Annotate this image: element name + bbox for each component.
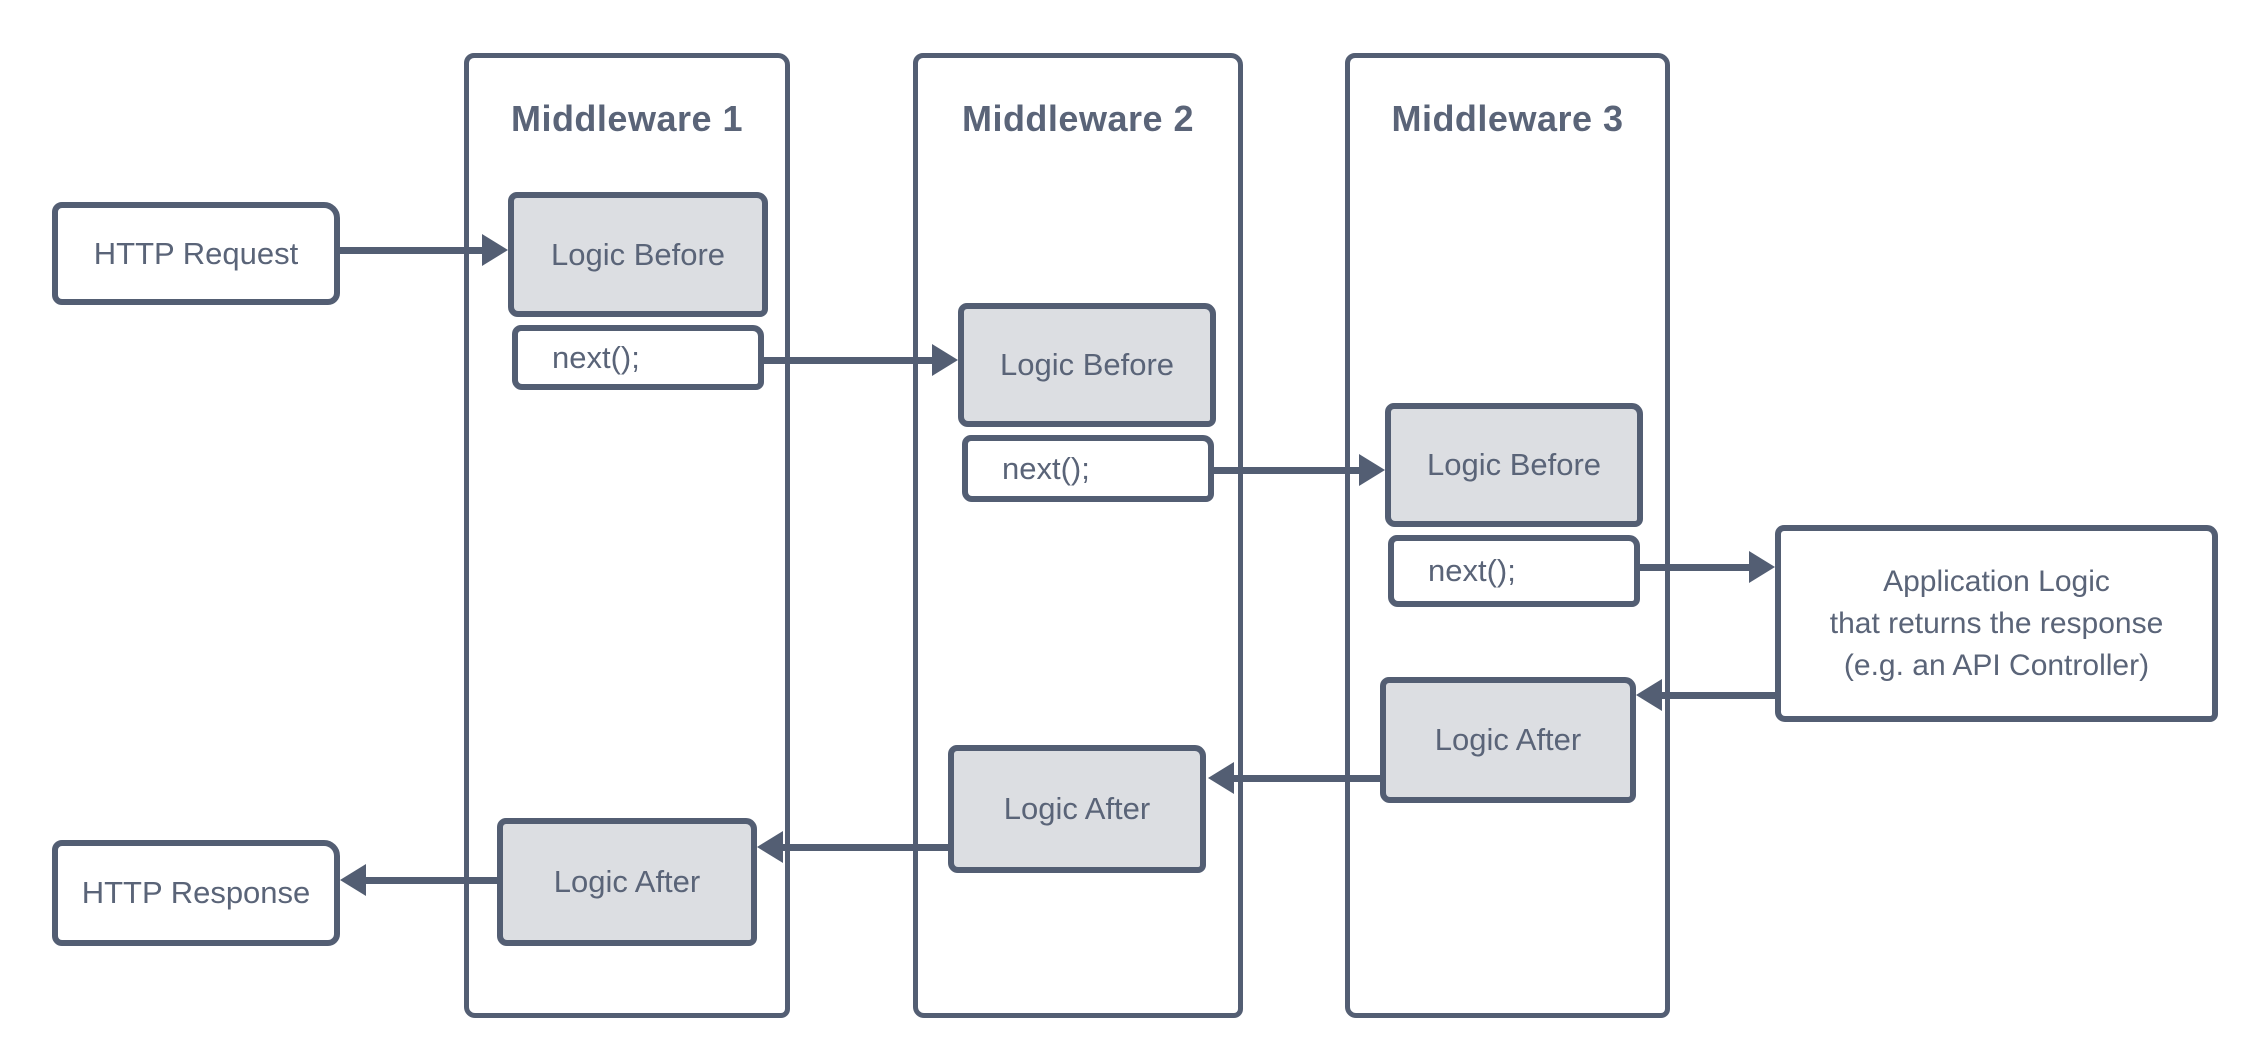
middleware-1-next-call-node: next(); <box>512 325 764 390</box>
arrow-left-icon <box>340 864 366 896</box>
http-response-node: HTTP Response <box>52 840 340 946</box>
arrow-shaft <box>1214 466 1360 474</box>
arrow-shaft <box>764 356 933 364</box>
middleware-1-logic-after-node: Logic After <box>497 818 757 946</box>
arrow-shaft <box>1233 774 1380 782</box>
arrow-mw3-next-to-app-logic <box>1640 551 1775 583</box>
middleware-2-next-call-node: next(); <box>962 435 1214 502</box>
arrow-request-to-mw1 <box>340 234 508 266</box>
middleware-3-next-call-node: next(); <box>1388 535 1640 607</box>
arrow-left-icon <box>1208 762 1234 794</box>
http-request-node: HTTP Request <box>52 202 340 305</box>
middleware-2-logic-before-node: Logic Before <box>958 303 1216 427</box>
application-logic-node: Application Logic that returns the respo… <box>1775 525 2218 722</box>
middleware-1-logic-before-node: Logic Before <box>508 192 768 317</box>
middleware-1-title: Middleware 1 <box>510 98 744 139</box>
arrow-shaft <box>340 246 483 254</box>
middleware-2-container: Middleware 2 <box>913 53 1243 1018</box>
arrow-mw1-next-to-mw2 <box>764 344 958 376</box>
application-logic-line-2: that returns the response <box>1829 606 2164 640</box>
arrow-right-icon <box>1749 551 1775 583</box>
arrow-right-icon <box>932 344 958 376</box>
middleware-3-title: Middleware 3 <box>1391 98 1624 139</box>
arrow-app-logic-to-mw3-after <box>1636 679 1777 711</box>
arrow-mw3-after-to-mw2-after <box>1208 762 1380 794</box>
arrow-shaft <box>365 876 497 884</box>
middleware-2-logic-after-node: Logic After <box>948 745 1206 873</box>
arrow-mw2-after-to-mw1-after <box>757 831 948 863</box>
application-logic-line-1: Application Logic <box>1883 564 2110 598</box>
arrow-left-icon <box>1636 679 1662 711</box>
arrow-mw2-next-to-mw3 <box>1214 454 1385 486</box>
middleware-3-logic-before-node: Logic Before <box>1385 403 1643 527</box>
middleware-2-title: Middleware 2 <box>961 98 1195 139</box>
middleware-3-logic-after-node: Logic After <box>1380 677 1636 803</box>
arrow-mw1-after-to-response <box>340 864 497 896</box>
arrow-shaft <box>1661 691 1777 699</box>
arrow-right-icon <box>482 234 508 266</box>
arrow-shaft <box>782 843 948 851</box>
arrow-right-icon <box>1359 454 1385 486</box>
application-logic-line-3: (e.g. an API Controller) <box>1843 648 2150 682</box>
arrow-shaft <box>1640 563 1750 571</box>
arrow-left-icon <box>757 831 783 863</box>
